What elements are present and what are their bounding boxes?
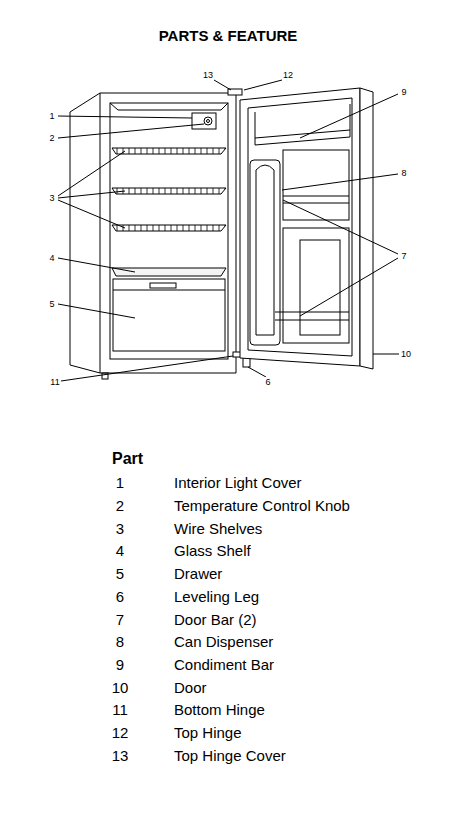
part-number: 3 xyxy=(116,520,124,537)
callout-number: 9 xyxy=(400,87,407,97)
diagram-title: PARTS & FEATURE xyxy=(159,27,298,44)
part-number: 11 xyxy=(112,701,128,718)
table-header: Part xyxy=(112,450,143,468)
part-name: Temperature Control Knob xyxy=(174,497,350,514)
callout-number: 11 xyxy=(49,377,60,387)
part-name: Leveling Leg xyxy=(174,588,259,605)
part-number: 5 xyxy=(116,565,124,582)
part-number: 12 xyxy=(112,724,129,741)
callout-number: 4 xyxy=(48,253,55,263)
part-number: 4 xyxy=(116,542,124,559)
part-name: Top Hinge xyxy=(174,724,242,741)
part-name: Door xyxy=(174,679,207,696)
part-number: 9 xyxy=(116,656,124,673)
part-name: Door Bar (2) xyxy=(174,611,257,628)
callout-number: 10 xyxy=(400,349,412,359)
part-name: Interior Light Cover xyxy=(174,474,302,491)
part-name: Top Hinge Cover xyxy=(174,747,286,764)
callout-number: 7 xyxy=(400,251,407,261)
cabinet xyxy=(58,80,399,381)
part-number: 8 xyxy=(116,633,124,650)
part-name: Wire Shelves xyxy=(174,520,262,537)
part-number: 13 xyxy=(112,747,129,764)
callout-number: 1 xyxy=(48,111,55,121)
callout-number: 8 xyxy=(400,168,407,178)
callout-number: 6 xyxy=(264,377,271,387)
part-name: Bottom Hinge xyxy=(174,701,265,718)
part-name: Can Dispenser xyxy=(174,633,273,650)
part-number: 2 xyxy=(116,497,124,514)
part-number: 1 xyxy=(116,474,124,491)
part-name: Condiment Bar xyxy=(174,656,274,673)
callout-number: 3 xyxy=(48,193,55,203)
part-name: Drawer xyxy=(174,565,222,582)
callout-number: 13 xyxy=(202,70,214,80)
callout-number: 12 xyxy=(282,70,294,80)
part-number: 10 xyxy=(112,679,129,696)
part-name: Glass Shelf xyxy=(174,542,251,559)
callout-number: 2 xyxy=(48,133,55,143)
part-number: 6 xyxy=(116,588,124,605)
part-number: 7 xyxy=(116,611,124,628)
callout-number: 5 xyxy=(48,299,55,309)
